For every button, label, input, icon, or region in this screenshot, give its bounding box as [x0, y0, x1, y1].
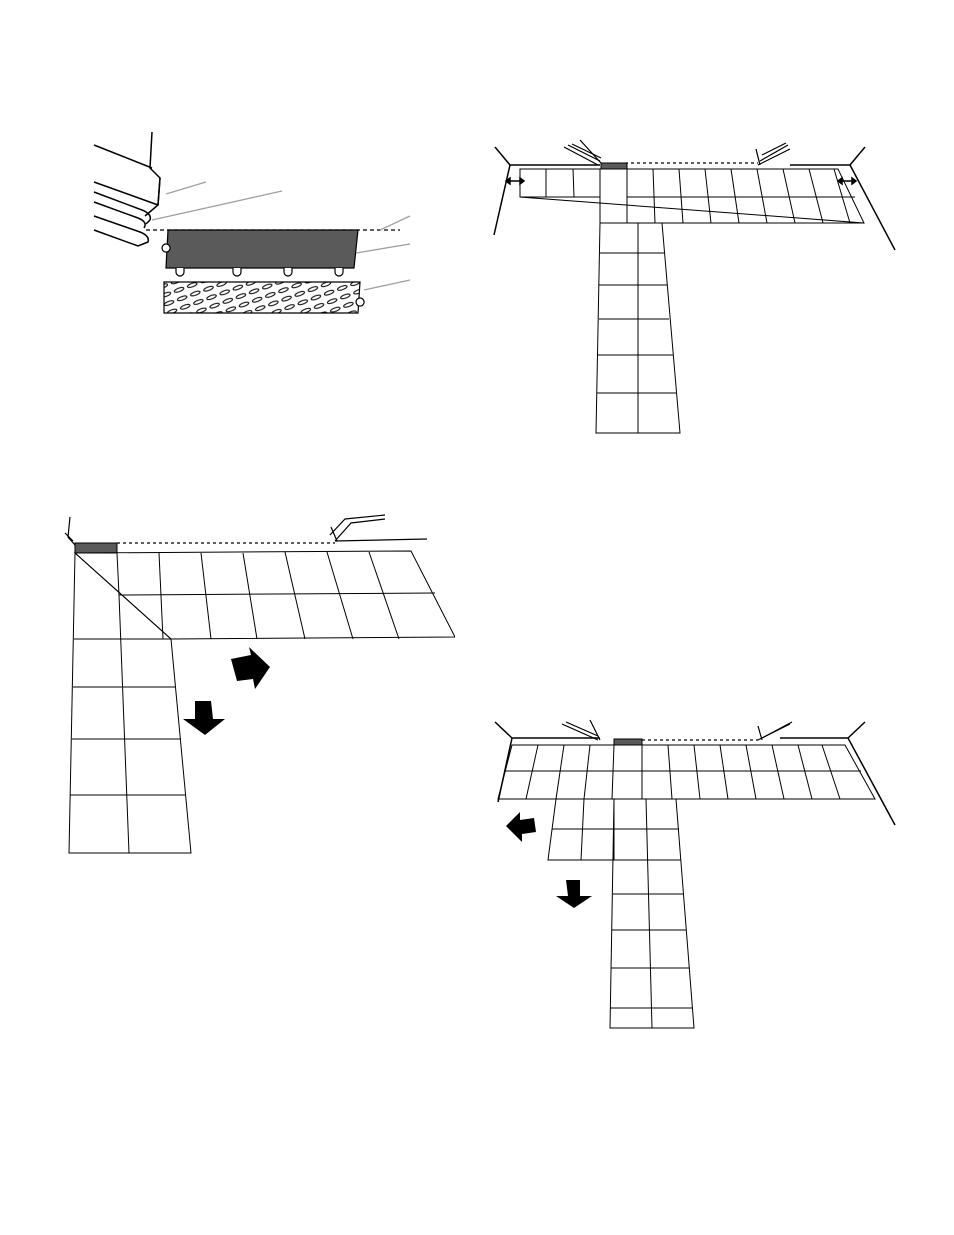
double-arrow-icon — [506, 178, 856, 184]
door-jamb-right — [330, 515, 427, 541]
room-walls — [494, 147, 895, 250]
start-tile-dark — [75, 543, 117, 553]
arrow-left-icon — [506, 812, 536, 842]
tile-grid-column — [69, 553, 191, 853]
door-jamb-right — [756, 143, 790, 165]
arrow-down-icon — [183, 701, 225, 735]
start-tile-dark — [601, 163, 627, 169]
tile-grid-top — [75, 551, 455, 639]
t-layout-expansion-diagram — [480, 710, 910, 1040]
tile-grid-expansion — [548, 799, 614, 860]
tile-grid-column — [596, 223, 680, 433]
l-layout-diagram — [55, 505, 455, 865]
arrow-right-icon — [231, 647, 270, 689]
door-jamb-left — [562, 720, 600, 740]
tile-grid-column — [610, 799, 694, 1028]
diamond-plate-tile — [164, 282, 364, 313]
door-jamb-left — [65, 517, 75, 545]
tile-grid-top-row — [520, 169, 864, 223]
edge-tile-dark — [162, 230, 358, 276]
arrow-down-icon — [556, 880, 592, 908]
start-tile-dark — [614, 739, 642, 745]
t-layout-diagram — [480, 125, 910, 445]
tile-grid-top — [498, 745, 875, 799]
door-jamb-left — [564, 140, 601, 165]
wall-threshold — [94, 132, 160, 246]
callout-lines — [152, 182, 410, 290]
edge-profile-diagram — [80, 120, 430, 330]
door-jamb-right — [758, 722, 792, 740]
